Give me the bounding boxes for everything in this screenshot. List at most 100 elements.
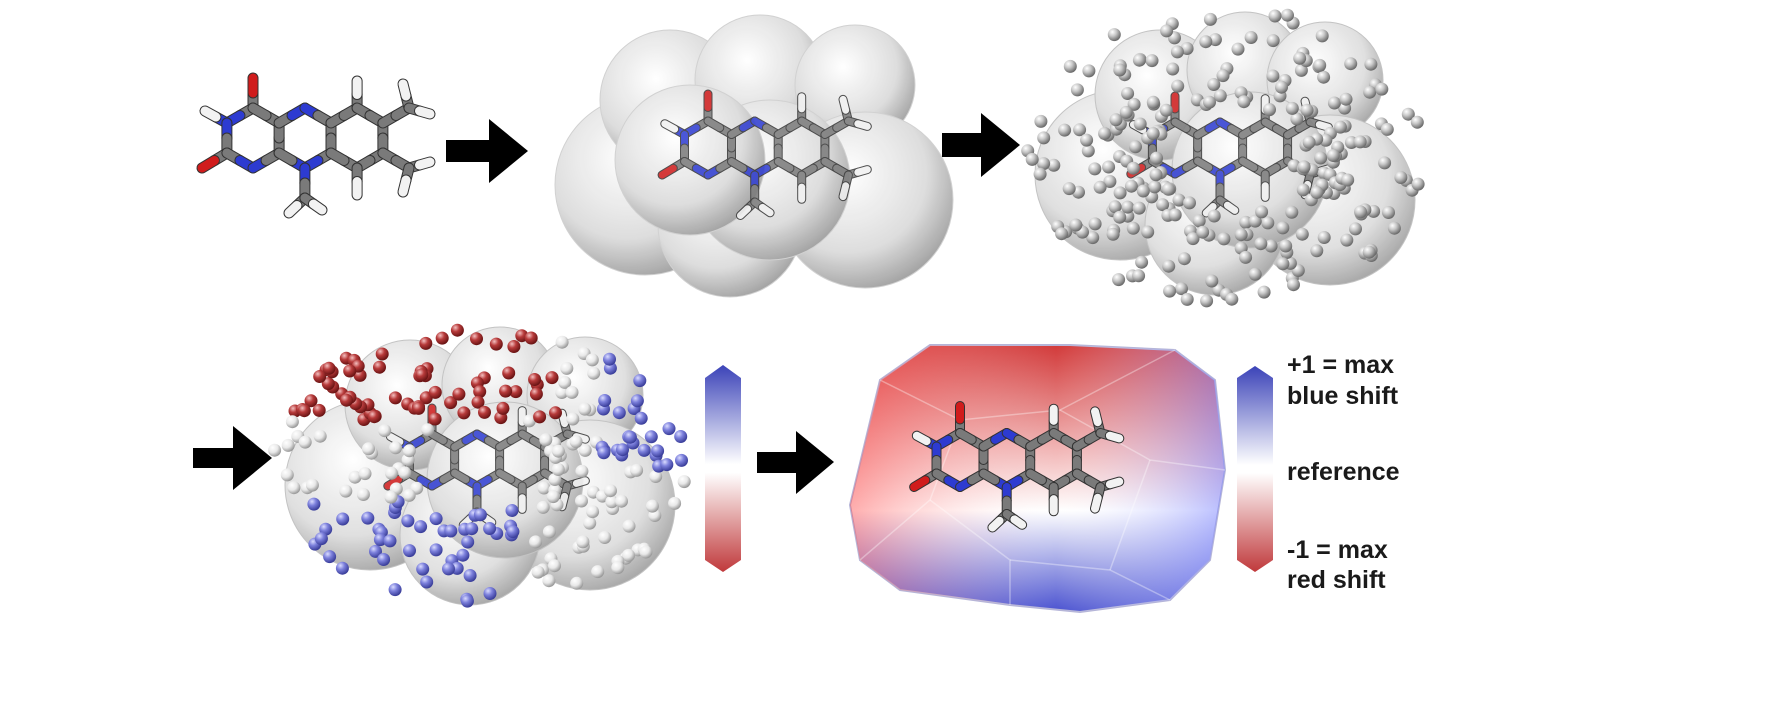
surface-point (1192, 214, 1206, 228)
surface-point (1062, 182, 1076, 196)
surface-point (1124, 179, 1138, 193)
surface-point (1149, 168, 1163, 182)
surface-point (1063, 59, 1077, 73)
surface-point (356, 488, 370, 501)
surface-point (1310, 186, 1324, 199)
surface-point (509, 385, 523, 399)
surface-point (1047, 158, 1061, 172)
surface-point (611, 561, 625, 575)
legend-max-line2: blue shift (1287, 382, 1399, 410)
bond (758, 203, 774, 217)
surface-point (1196, 225, 1210, 239)
surface-point (456, 548, 470, 562)
surface-point (1237, 95, 1251, 109)
surface-point (616, 443, 629, 457)
surface-point (457, 406, 471, 420)
legend-min-line1: -1 = max (1287, 536, 1388, 564)
surface-point (1200, 294, 1214, 308)
bond (910, 476, 930, 491)
arrow-icon (757, 431, 834, 494)
surface-point (558, 375, 572, 389)
surface-point (1268, 9, 1282, 23)
surface-point (1266, 34, 1280, 48)
bond (839, 182, 850, 201)
surface-point (1112, 273, 1126, 287)
surface-point (1141, 225, 1155, 239)
surface-point (1037, 131, 1051, 145)
bond (415, 106, 435, 119)
surface-point (305, 478, 319, 492)
surface-point (1261, 216, 1275, 230)
surface-point (499, 384, 513, 398)
surface-point (1073, 123, 1087, 137)
molecule-stick-model (196, 72, 436, 219)
arrow-icon (446, 119, 528, 183)
bond (736, 205, 752, 219)
surface-point (463, 569, 477, 582)
surface-point (314, 532, 328, 546)
surface-point (373, 533, 387, 547)
surface-point (548, 473, 562, 486)
bond (979, 469, 1000, 485)
surface-point (591, 565, 605, 579)
surface-point (637, 443, 651, 457)
surface-point (528, 373, 542, 386)
surface-point (496, 401, 510, 415)
bond (558, 409, 569, 428)
surface-point (575, 464, 589, 478)
color-scale-bar (705, 365, 741, 572)
surface-point (435, 331, 449, 345)
surface-point (502, 366, 516, 380)
surface-point (1171, 79, 1185, 93)
surface-point (548, 559, 561, 573)
arrow-icon (193, 426, 272, 490)
bond (658, 164, 677, 179)
surface-point (287, 481, 301, 495)
surface-point (414, 520, 428, 534)
surface-point (651, 444, 665, 458)
surface-point (1160, 24, 1174, 38)
surface-point (1058, 123, 1072, 137)
surface-point (1394, 171, 1408, 184)
surface-point (373, 360, 386, 374)
surface-point (442, 562, 455, 576)
surface-point (268, 443, 282, 457)
surface-point (378, 424, 392, 438)
surface-point (507, 340, 521, 353)
surface-point (1103, 175, 1117, 188)
surface-point (473, 508, 487, 522)
bond (308, 199, 327, 215)
surface-point (1168, 208, 1182, 222)
surface-point (598, 394, 612, 407)
surface-point (1129, 140, 1142, 154)
surface-point (1055, 227, 1069, 241)
surface-point (348, 470, 362, 484)
surface-point (323, 550, 337, 564)
surface-point (1088, 217, 1102, 231)
surface-point (1081, 144, 1095, 158)
bond (1194, 157, 1213, 171)
surface-point (322, 361, 336, 375)
surface-point (1102, 160, 1116, 174)
surface-point (539, 433, 553, 447)
surface-point (1225, 292, 1239, 306)
surface-point (1088, 162, 1102, 176)
surface-point (536, 500, 550, 514)
surface-point (428, 412, 442, 426)
surface-point (1341, 173, 1355, 187)
bond (1091, 407, 1102, 427)
surface-point (1126, 161, 1140, 175)
surface-point (444, 524, 458, 538)
surface-point (384, 490, 398, 504)
surface-point (297, 404, 311, 418)
surface-point (1333, 120, 1347, 134)
surface-point (1070, 83, 1084, 97)
surface-point (675, 453, 688, 467)
surface-point (313, 370, 327, 383)
bond (572, 477, 589, 487)
surface-point (1037, 157, 1051, 171)
surface-point (1161, 182, 1175, 196)
bond (398, 79, 411, 101)
surface-point (452, 387, 466, 401)
surface-point (622, 548, 635, 562)
